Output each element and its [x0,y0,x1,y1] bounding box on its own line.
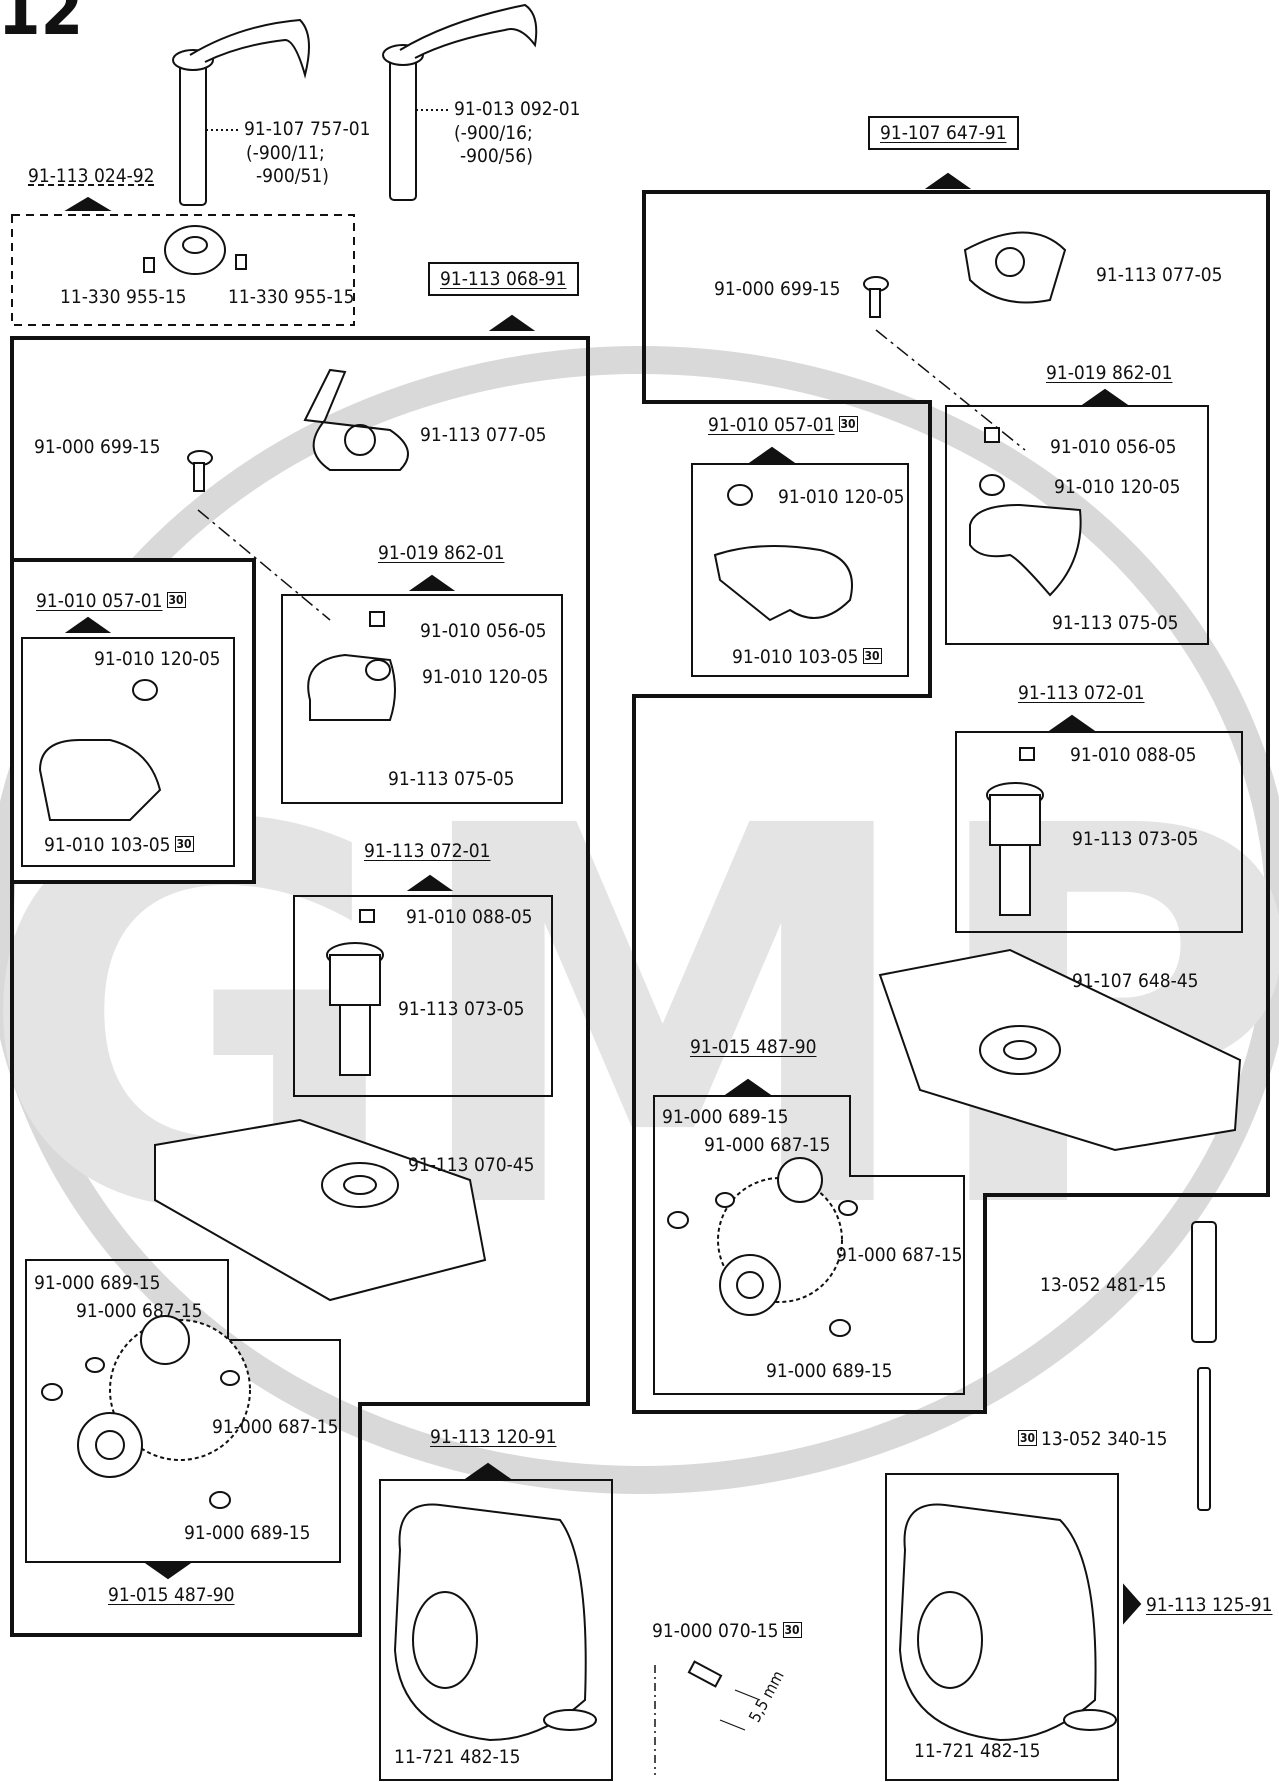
asm-right-top-label: 91-107 647-91 [868,116,1019,150]
left-072-screw-label: 91-010 088-05 [406,906,533,928]
left-gear-set-label: 91-015 487-90 [108,1584,235,1606]
left-plate-label: 91-113 077-05 [420,424,547,446]
left-guard-plate-label: 91-113 075-05 [388,768,515,790]
right-screw-drawing [863,276,1026,451]
right-gear-screw-2-label: 91-000 687-15 [704,1134,831,1156]
left-guard-plate-drawing [307,611,396,721]
right-gear-screw-3-label: 91-000 687-15 [836,1244,963,1266]
screw-right-label: 11-330 955-15 [228,286,355,308]
pin-b-drawing [1197,1367,1211,1511]
pin-a-label: 13-052 481-15 [1040,1274,1167,1296]
left-guard-set-label: 91-019 862-01 [378,542,505,564]
right-upper-plate-drawing [963,231,1067,304]
left-gear-screw-1-label: 91-000 689-15 [34,1272,161,1294]
housing-left-set-label: 91-113 120-91 [430,1426,557,1448]
left-guard-bush-label: 91-010 120-05 [422,666,549,688]
clamp-collar-drawing [143,225,247,275]
left-screw-drawing [187,450,331,621]
badge-30: 30 [838,416,858,432]
left-gear-drawing [41,1315,251,1509]
badge-30: 30 [782,1622,802,1638]
housing-left-screw-label: 11-721 482-15 [394,1746,521,1768]
housing-left-drawing [393,1503,597,1742]
right-base-drawing [878,948,1242,1152]
right-guard-bush-label: 91-010 120-05 [1054,476,1181,498]
left-gear-screw-3-label: 91-000 687-15 [212,1416,339,1438]
badge-30: 30 [166,592,186,608]
right-057-bush-label: 91-010 120-05 [778,486,905,508]
right-guard-plate-drawing [969,427,1082,597]
needle-b-note-1: (-900/16; [454,122,533,144]
right-guard-set-label: 91-019 862-01 [1046,362,1173,384]
right-072-screw-label: 91-010 088-05 [1070,744,1197,766]
right-plate-label: 91-113 077-05 [1096,264,1223,286]
left-base-drawing [154,1118,487,1302]
housing-right-drawing [898,1503,1117,1742]
left-base-label: 91-113 070-45 [408,1154,535,1176]
set-dashed-label: 91-113 024-92 [28,165,155,187]
right-gear-drawing [667,1157,858,1337]
right-072-shaft-label: 91-113 073-05 [1072,828,1199,850]
badge-30: 30 [1018,1430,1038,1446]
housing-right-set-label: 91-113 125-91 [1146,1594,1273,1616]
needle-b-note-2: -900/56) [460,145,533,167]
right-base-label: 91-107 648-45 [1072,970,1199,992]
left-072-set-label: 91-113 072-01 [364,840,491,862]
pin-a-drawing [1191,1221,1217,1343]
right-gear-set-label: 91-015 487-90 [690,1036,817,1058]
needle-a-drawing [172,18,310,206]
housing-screw-detail [654,1660,761,1775]
right-057-plate-drawing [713,484,853,622]
left-upper-plate-drawing [303,368,409,471]
left-057-bush-label: 91-010 120-05 [94,648,221,670]
needle-a-note-2: -900/51) [256,165,329,187]
right-072-set-label: 91-113 072-01 [1018,682,1145,704]
right-guard-plate-label: 91-113 075-05 [1052,612,1179,634]
badge-30: 30 [174,836,194,852]
needle-a-label: 91-107 757-01 [244,118,371,140]
left-guard-pin-label: 91-010 056-05 [420,620,547,642]
right-guard-pin-label: 91-010 056-05 [1050,436,1177,458]
left-072-shaft-drawing [326,909,384,1076]
right-072-shaft-drawing [986,747,1044,916]
right-screw-label: 91-000 699-15 [714,278,841,300]
left-screw-label: 91-000 699-15 [34,436,161,458]
screw-left-label: 11-330 955-15 [60,286,187,308]
asm-left-top-label: 91-113 068-91 [428,262,579,296]
left-gear-screw-4-label: 91-000 689-15 [184,1522,311,1544]
badge-30: 30 [862,648,882,664]
left-072-shaft-label: 91-113 073-05 [398,998,525,1020]
needle-b-drawing [382,3,538,201]
left-gear-screw-2-label: 91-000 687-15 [76,1300,203,1322]
left-057-plate-drawing [38,679,162,821]
housing-right-screw-label: 11-721 482-15 [914,1740,1041,1762]
right-gear-screw-1-label: 91-000 689-15 [662,1106,789,1128]
needle-b-label: 91-013 092-01 [454,98,581,120]
needle-a-note-1: (-900/11; [246,142,325,164]
page-number: 12 [0,0,84,51]
right-gear-screw-4-label: 91-000 689-15 [766,1360,893,1382]
